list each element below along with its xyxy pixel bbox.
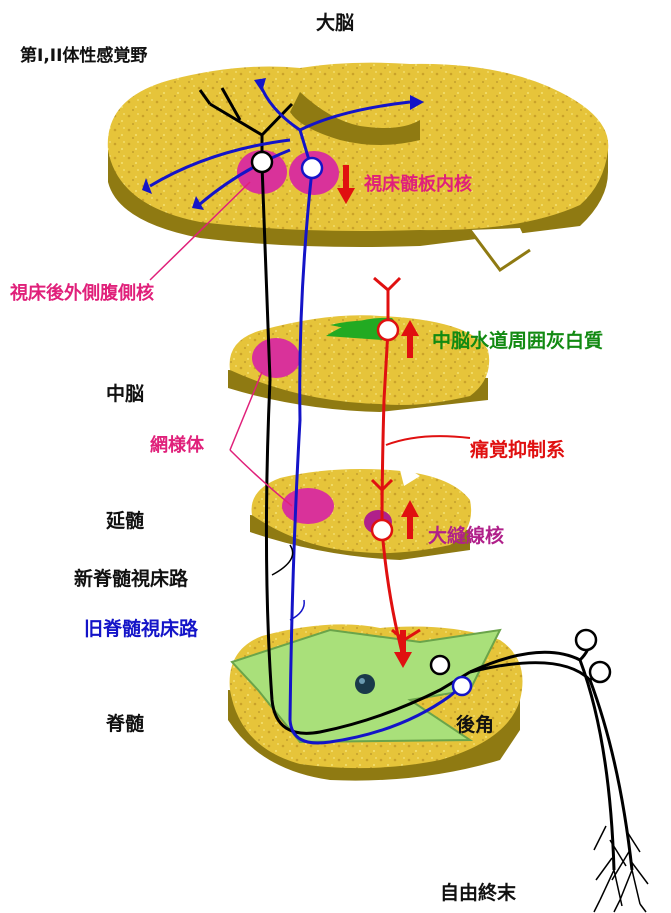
label-neospinothalamic-tract: 新脊髄視床路 <box>74 570 188 589</box>
label-spinal-cord: 脊髄 <box>106 715 144 734</box>
label-intralaminar-nucleus: 視床髄板内核 <box>364 176 472 194</box>
label-paleospinothalamic-tract: 旧脊髄視床路 <box>84 620 198 639</box>
label-free-nerve-endings: 自由終末 <box>440 884 516 903</box>
label-cerebrum: 大脳 <box>316 14 354 33</box>
neuron-terminal-icon <box>302 158 322 178</box>
neuron-terminal-icon <box>576 630 596 650</box>
label-periaqueductal-gray: 中脳水道周囲灰白質 <box>432 332 603 351</box>
label-pain-inhibition-system: 痛覚抑制系 <box>470 441 565 460</box>
neuron-terminal-icon <box>590 662 610 682</box>
neuron-terminal-icon <box>378 320 398 340</box>
label-medulla: 延髄 <box>106 512 144 531</box>
neuron-terminal-icon <box>431 656 449 674</box>
label-vpl-nucleus: 視床後外側腹側核 <box>10 285 154 303</box>
neuron-terminal-icon <box>372 520 392 540</box>
neuron-terminal-icon <box>453 677 471 695</box>
label-reticular-formation: 網様体 <box>150 437 204 455</box>
cerebrum-slab <box>108 63 609 270</box>
label-midbrain: 中脳 <box>106 385 144 404</box>
label-dorsal-horn: 後角 <box>456 716 494 735</box>
label-raphe-nucleus: 大縫線核 <box>428 527 504 546</box>
neuron-terminal-icon <box>252 152 272 172</box>
free-nerve-endings <box>594 826 648 912</box>
label-somatosensory-cortex: 第I,II体性感覚野 <box>20 48 147 65</box>
